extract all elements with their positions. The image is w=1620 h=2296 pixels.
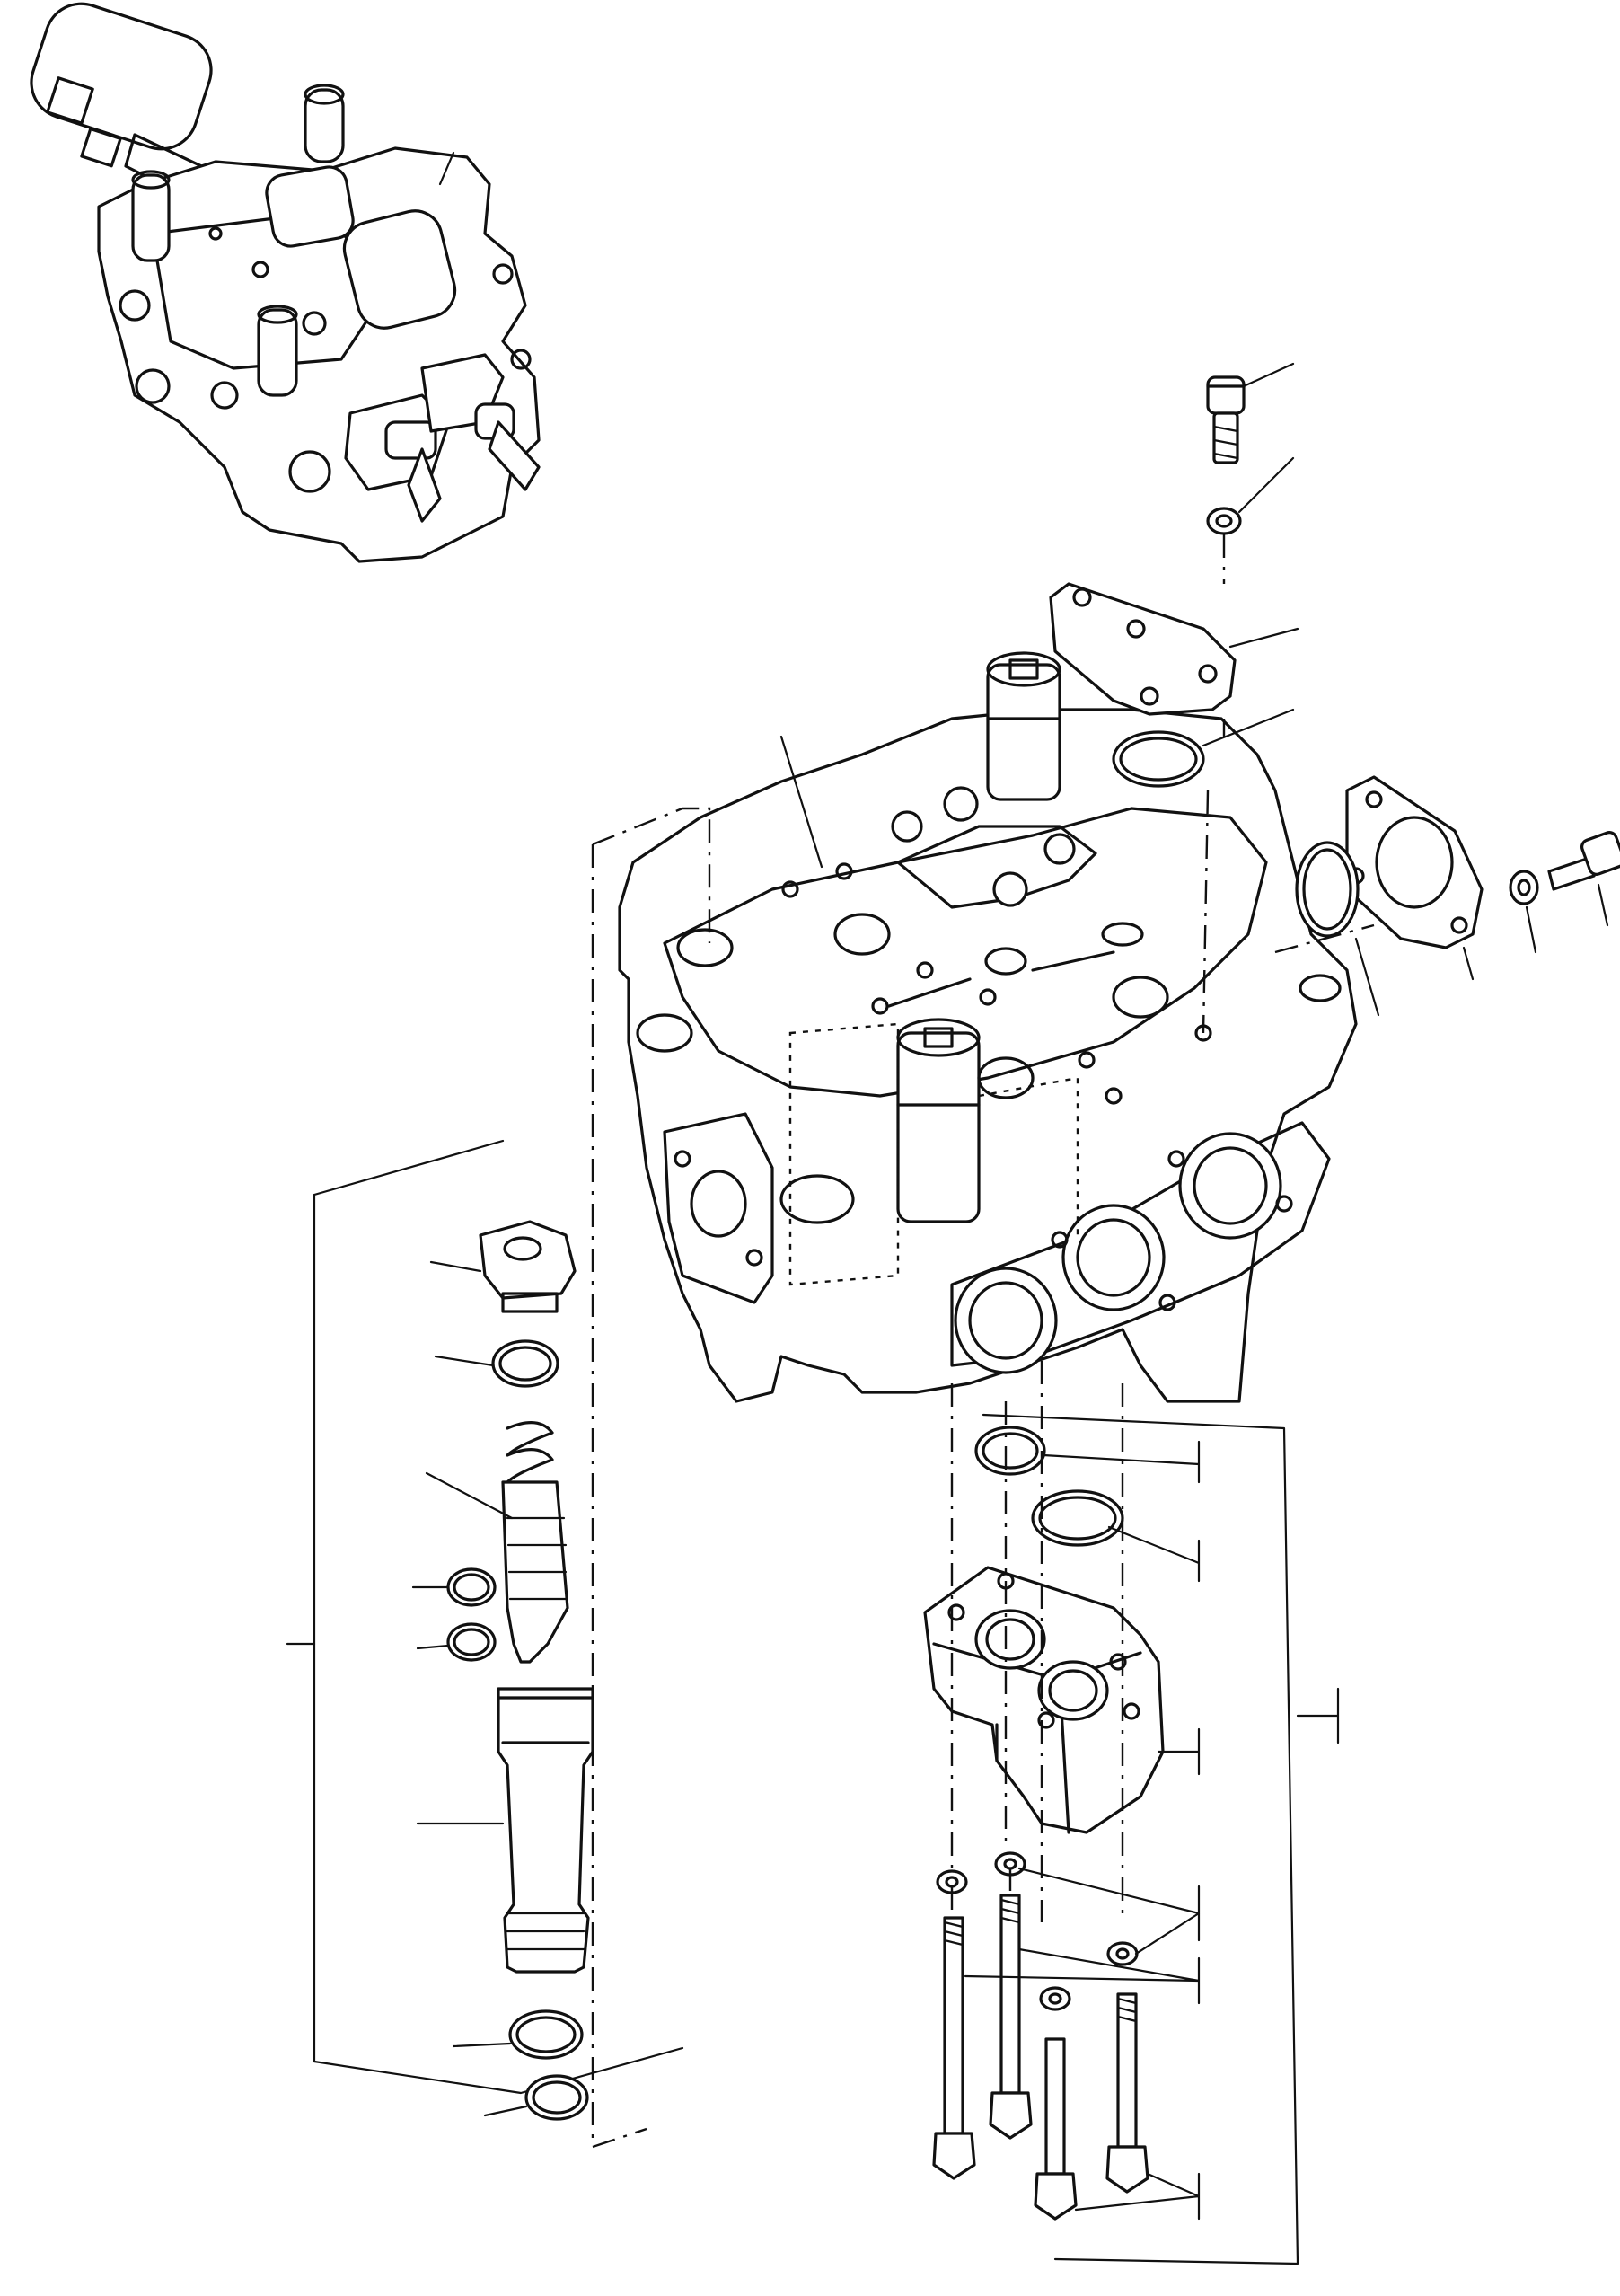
relief-valve-cartridge [286, 807, 711, 2149]
valve-assembly-overview [30, 2, 541, 563]
through-bolts [932, 1851, 1201, 2221]
valve-body [618, 651, 1358, 1403]
flange-plate [1274, 775, 1620, 1017]
end-block [923, 1361, 1340, 2265]
cover-plate [1049, 362, 1299, 1034]
